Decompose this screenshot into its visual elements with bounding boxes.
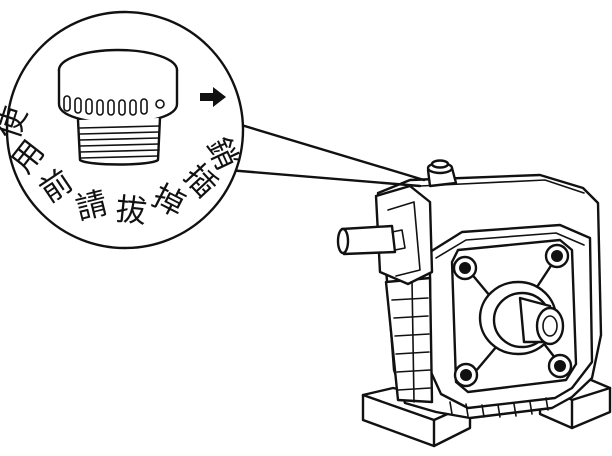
output-shaft bbox=[518, 296, 565, 346]
gear-reducer-illustration bbox=[336, 159, 612, 448]
cooling-fins bbox=[449, 397, 549, 418]
housing bbox=[376, 173, 603, 420]
callout-leader bbox=[226, 122, 426, 188]
input-shaft bbox=[336, 184, 434, 286]
breather-plug bbox=[426, 159, 458, 188]
arrow-right-icon bbox=[200, 87, 226, 107]
callout-char-5: 拔 bbox=[114, 192, 149, 231]
magnified-plug bbox=[57, 48, 179, 166]
left-fins bbox=[384, 276, 434, 404]
callout-magnifier: 使 用 前 請 拔 掉 插 銷 bbox=[0, 10, 245, 250]
